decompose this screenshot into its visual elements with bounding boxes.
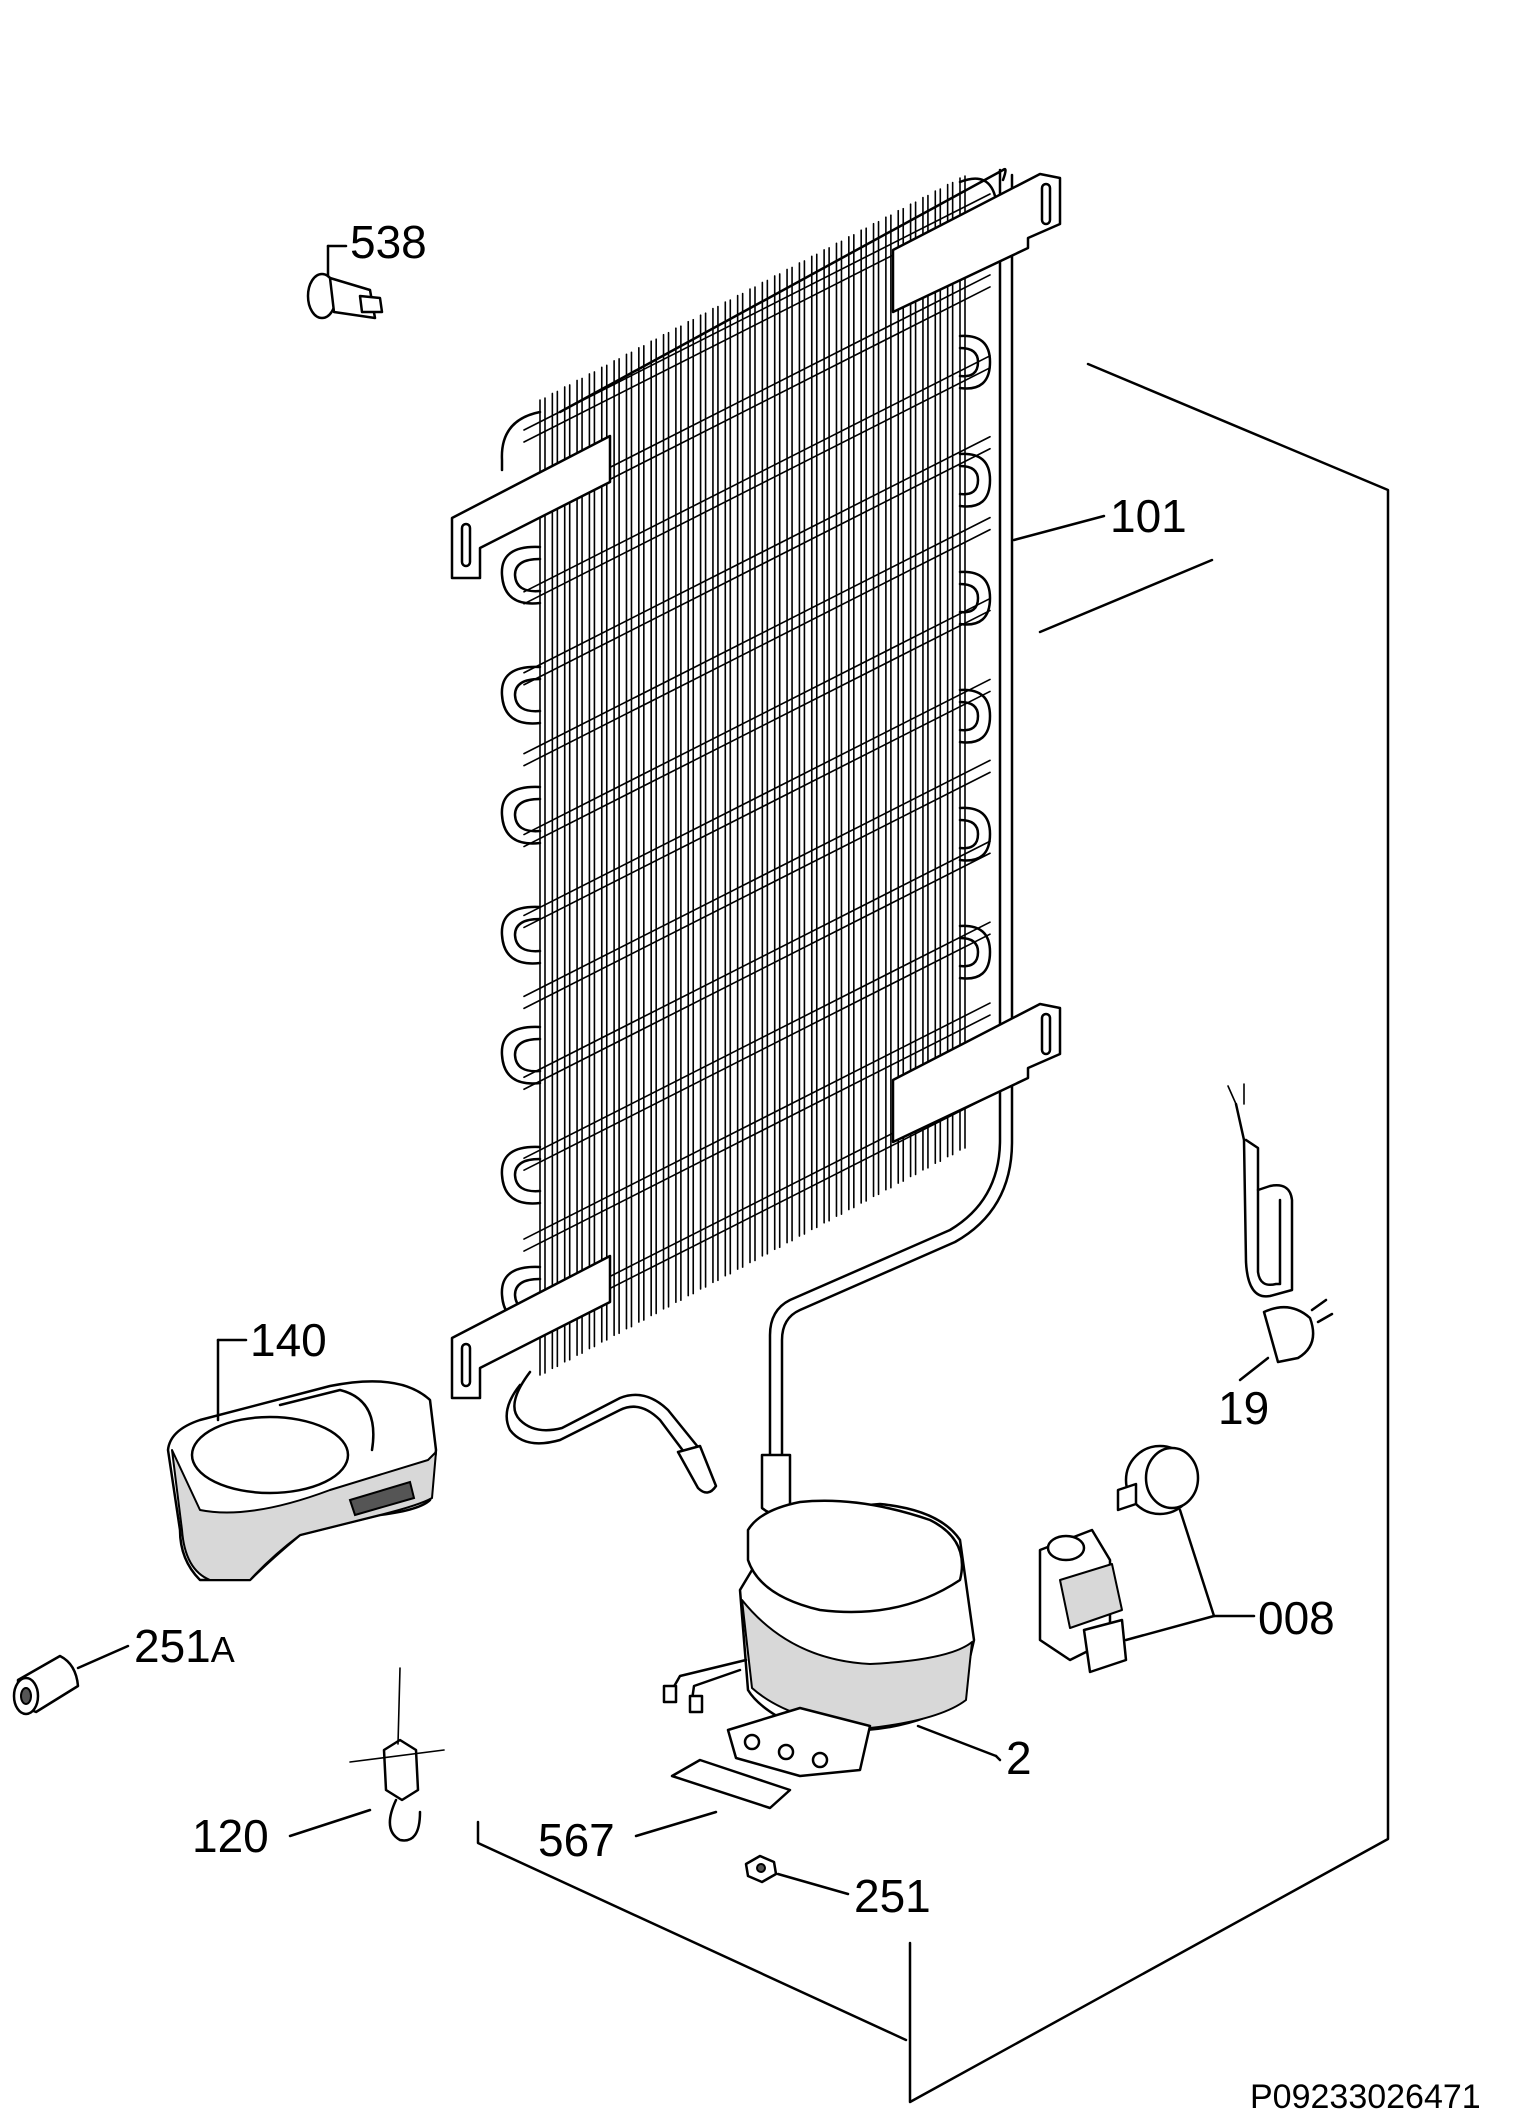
- condenser-coil: [450, 167, 1062, 1516]
- condenser-loop-right: [958, 700, 980, 732]
- condenser-loop-left: [500, 785, 542, 845]
- condenser-tube: [523, 367, 991, 605]
- condenser-tube: [523, 678, 991, 917]
- part-19-power-cord: [1227, 1083, 1334, 1382]
- label-567: 567: [538, 1814, 615, 1866]
- condenser-loop-left: [513, 1037, 542, 1073]
- part-2-compressor: [662, 1499, 1002, 1778]
- label-251a: 251A: [134, 1620, 235, 1672]
- condenser-loop-left: [500, 545, 542, 605]
- condenser-tube: [523, 193, 991, 431]
- condenser-loop-right: [958, 818, 980, 850]
- part-008-relay: [1038, 1444, 1256, 1674]
- condenser-tube: [523, 933, 991, 1171]
- condenser-loop-left: [513, 797, 542, 833]
- condenser-loop-right: [958, 334, 992, 390]
- part-538-clip: [306, 244, 384, 320]
- condenser-loop-left: [500, 1145, 542, 1205]
- condenser-tube: [523, 690, 991, 929]
- cabinet-outline: [476, 362, 1390, 2104]
- label-140: 140: [250, 1314, 327, 1366]
- condenser-tube: [523, 435, 991, 674]
- label-19: 19: [1218, 1382, 1269, 1434]
- label-2: 2: [1006, 1732, 1032, 1784]
- condenser-loop-left: [513, 917, 542, 953]
- condenser-tube: [523, 852, 991, 1091]
- part-labels: 538 101 140 19 008 251A 2 120 567 251 P0…: [134, 216, 1481, 2116]
- condenser-tube: [523, 609, 991, 848]
- condenser-loop-right: [958, 346, 980, 378]
- condenser-tube: [523, 1014, 991, 1252]
- condenser-tube: [523, 840, 991, 1079]
- label-101: 101: [1110, 490, 1187, 542]
- label-008: 008: [1258, 1592, 1335, 1644]
- part-251-nut: [744, 1854, 850, 1896]
- condenser-tube: [523, 1002, 991, 1240]
- condenser-loop-left: [513, 677, 542, 713]
- condenser-loop-right: [958, 924, 992, 980]
- condenser-loop-right: [958, 688, 992, 744]
- condenser-loop-left: [513, 1157, 542, 1193]
- condenser-loop-left: [500, 1025, 542, 1085]
- label-120: 120: [192, 1810, 269, 1862]
- condenser-loop-right: [958, 806, 992, 862]
- condenser-tube: [523, 597, 991, 836]
- condenser-loop-right: [958, 452, 992, 508]
- condenser-tube: [523, 516, 991, 755]
- condenser-tube: [523, 759, 991, 998]
- condenser-tube: [523, 921, 991, 1159]
- condenser-tube: [523, 771, 991, 1010]
- condenser-loop-right: [958, 582, 980, 614]
- part-251a-grommet: [12, 1644, 130, 1716]
- condenser-loop-right: [958, 936, 980, 968]
- label-251: 251: [854, 1870, 931, 1922]
- condenser-tube: [523, 528, 991, 767]
- condenser-loop-left: [500, 665, 542, 725]
- part-140-drip-tray: [166, 1338, 438, 1582]
- condenser-tube: [523, 447, 991, 686]
- condenser-tube-end: [500, 410, 542, 472]
- reference-code: P09233026471: [1250, 2078, 1481, 2116]
- label-538: 538: [350, 216, 427, 268]
- condenser-loop-left: [500, 905, 542, 965]
- part-567-plate: [634, 1758, 792, 1838]
- part-120-capillary: [288, 1667, 445, 1842]
- condenser-loop-right: [958, 464, 980, 496]
- condenser-tube: [523, 355, 991, 593]
